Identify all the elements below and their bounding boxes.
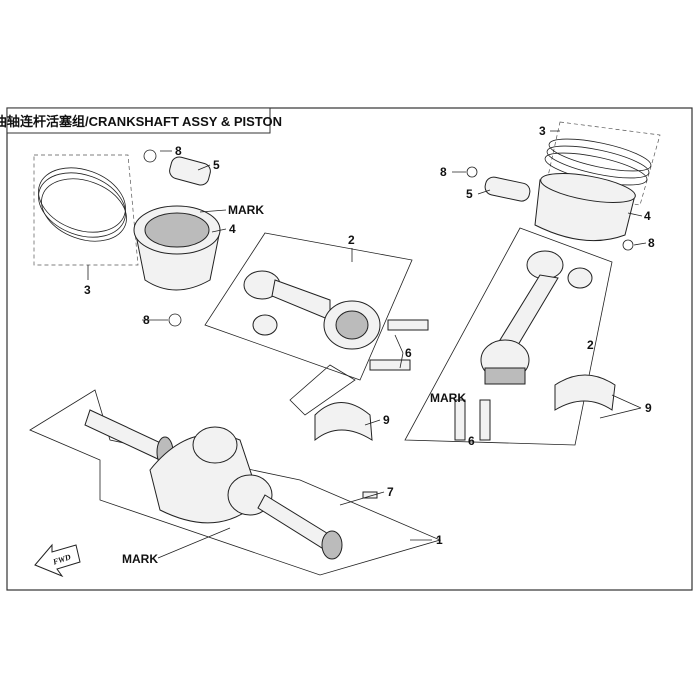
right-piston-pin bbox=[484, 176, 531, 202]
callout-left-circlip-top: 8 bbox=[175, 144, 182, 158]
center-bearing bbox=[314, 402, 373, 442]
center-rod-group-box bbox=[204, 232, 413, 381]
center-connecting-rod bbox=[243, 270, 381, 350]
left-piston-ring bbox=[41, 178, 127, 242]
center-bolt bbox=[387, 319, 429, 331]
callout-right-rings: 3 bbox=[539, 124, 546, 138]
callout-center-bearing: 9 bbox=[383, 413, 390, 427]
callout-right-pin: 5 bbox=[466, 187, 473, 201]
right-circlip-bottom bbox=[622, 239, 634, 251]
left-circlip-top bbox=[143, 149, 157, 163]
callout-left-pin: 5 bbox=[213, 158, 220, 172]
left-circlip-bottom bbox=[168, 313, 182, 327]
callout-crankshaft: 1 bbox=[436, 533, 443, 547]
right-small-end-bushing bbox=[567, 267, 593, 289]
callout-right-piston: 4 bbox=[644, 209, 651, 223]
right-circlip-top bbox=[466, 166, 478, 178]
left-rings-group-box bbox=[33, 154, 139, 266]
woodruff-key bbox=[362, 491, 378, 499]
center-bolt bbox=[369, 359, 411, 371]
callout-right-bearing: 9 bbox=[645, 401, 652, 415]
center-small-end-bushing bbox=[252, 314, 278, 336]
callout-crank-mark: MARK bbox=[122, 552, 158, 566]
left-piston bbox=[133, 205, 221, 291]
left-piston-pin bbox=[169, 156, 211, 186]
callout-key: 7 bbox=[387, 485, 394, 499]
callout-right-circlip-top: 8 bbox=[440, 165, 447, 179]
callout-left-piston: 4 bbox=[229, 222, 236, 236]
callout-right-rod: 2 bbox=[587, 338, 594, 352]
callout-right-circlip-bottom: 8 bbox=[648, 236, 655, 250]
callout-center-rod: 2 bbox=[348, 233, 355, 247]
callout-right-mark: MARK bbox=[430, 391, 466, 405]
crankshaft-group-box bbox=[29, 389, 442, 576]
forward-arrow-icon: FWD bbox=[34, 543, 81, 578]
callout-left-rings: 3 bbox=[84, 283, 91, 297]
right-bolt bbox=[479, 399, 491, 441]
callout-left-mark: MARK bbox=[228, 203, 264, 217]
callout-right-bolts: 6 bbox=[468, 434, 475, 448]
right-piston bbox=[534, 173, 636, 242]
diagram-title: 曲轴连杆活塞组/CRANKSHAFT ASSY & PISTON bbox=[0, 114, 282, 129]
title-box bbox=[6, 107, 271, 134]
right-bolt bbox=[454, 399, 466, 441]
right-rod-group-box bbox=[404, 227, 613, 446]
right-connecting-rod bbox=[480, 250, 564, 385]
right-piston-ring bbox=[546, 145, 650, 179]
crankshaft bbox=[84, 409, 343, 560]
right-piston-ring bbox=[548, 138, 652, 172]
right-bearing bbox=[554, 374, 616, 411]
diagram-frame bbox=[6, 107, 693, 591]
callout-center-bolts: 6 bbox=[405, 346, 412, 360]
left-piston-ring bbox=[38, 167, 126, 233]
left-piston-ring bbox=[38, 172, 126, 238]
